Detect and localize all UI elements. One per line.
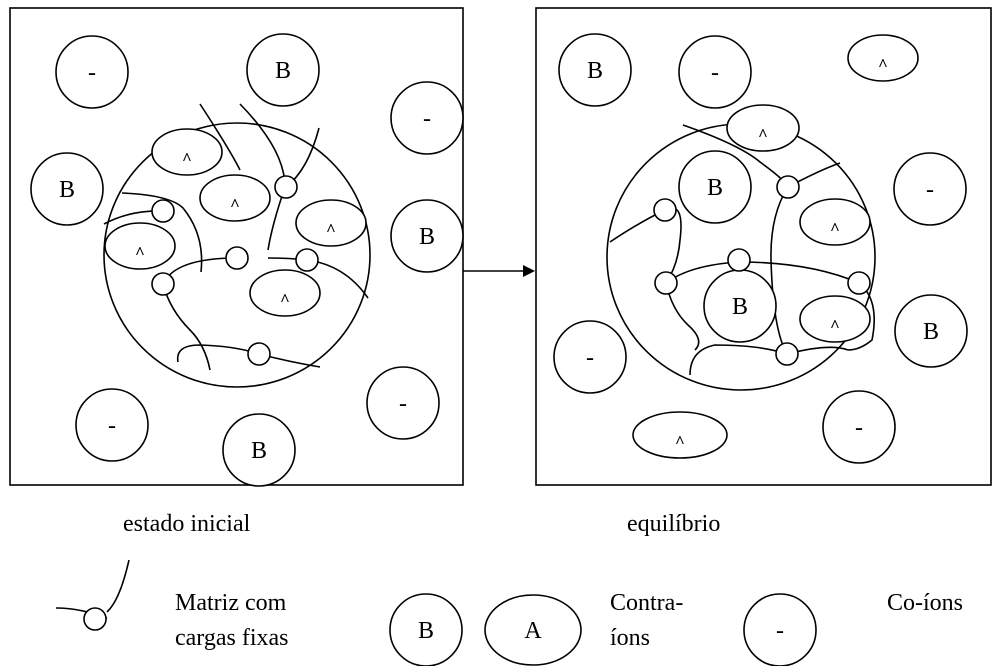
svg-text:-: - [108, 413, 116, 439]
svg-text:B: B [732, 294, 748, 320]
counter-ion-a: ^ [847, 34, 919, 82]
fixed-charge-sites [151, 175, 319, 366]
counter-ion-b: B [703, 269, 777, 343]
counter-ion-b: B [678, 150, 752, 224]
counter-ion-b: B [30, 152, 104, 226]
co-ion: - [553, 320, 627, 394]
counter-ion-a: ^ [104, 222, 176, 270]
initial-state-panel: - B - B B - - B [9, 7, 464, 487]
legend-counter-ion-b: B [389, 593, 463, 666]
svg-text:B: B [587, 58, 603, 84]
svg-text:A: A [524, 618, 542, 644]
co-ion: - [678, 35, 752, 109]
co-ion: - [893, 152, 967, 226]
svg-text:-: - [711, 60, 719, 86]
counter-ion-b: B [246, 33, 320, 107]
svg-text:B: B [418, 618, 434, 644]
initial-state-frame [9, 7, 464, 486]
counter-ion-a: ^ [799, 295, 871, 343]
svg-text:^: ^ [230, 195, 240, 214]
counter-ion-b: B [894, 294, 968, 368]
legend-matrix-symbol [55, 559, 130, 631]
legend-co-ions-label: Co-íons [887, 590, 963, 616]
counter-ion-a: ^ [632, 411, 728, 459]
co-ion: - [366, 366, 440, 440]
counter-ion-a: ^ [199, 174, 271, 222]
svg-text:B: B [923, 319, 939, 345]
co-ion: - [390, 81, 464, 155]
counter-ion-a: ^ [151, 128, 223, 176]
svg-text:-: - [423, 106, 431, 132]
svg-text:^: ^ [830, 316, 840, 335]
legend-matrix-label-line2: cargas fixas [175, 625, 289, 651]
svg-text:^: ^ [326, 220, 336, 239]
counter-ion-a: ^ [249, 269, 321, 317]
legend-co-ion: - [743, 593, 817, 666]
equilibrium-frame [535, 7, 992, 486]
svg-text:B: B [59, 177, 75, 203]
svg-text:B: B [419, 224, 435, 250]
svg-text:B: B [251, 438, 267, 464]
svg-text:^: ^ [675, 432, 685, 451]
counter-ion-b: B [390, 199, 464, 273]
initial-state-caption: estado inicial [123, 511, 251, 537]
svg-text:^: ^ [182, 149, 192, 168]
svg-text:^: ^ [830, 219, 840, 238]
legend-matrix-label-line1: Matriz com [175, 590, 287, 616]
legend-counter-ion-a: A [484, 594, 582, 666]
equilibrium-caption: equilíbrio [627, 511, 720, 537]
counter-ion-b: B [558, 33, 632, 107]
counter-ion-a: ^ [726, 104, 800, 152]
legend-counter-ions-label-line1: Contra- [610, 590, 683, 616]
svg-text:B: B [707, 175, 723, 201]
co-ion: - [75, 388, 149, 462]
svg-text:-: - [399, 391, 407, 417]
svg-text:-: - [776, 618, 784, 644]
svg-text:-: - [855, 415, 863, 441]
legend-counter-ions-label-line2: íons [610, 625, 650, 651]
svg-text:B: B [275, 58, 291, 84]
svg-text:-: - [88, 60, 96, 86]
equilibrium-panel: B - ^ - B - - ^ [535, 7, 992, 486]
co-ion: - [822, 390, 896, 464]
counter-ion-a: ^ [799, 198, 871, 246]
fixed-charge-sites [653, 175, 871, 366]
svg-text:^: ^ [758, 125, 768, 144]
svg-text:^: ^ [280, 290, 290, 309]
co-ion: - [55, 35, 129, 109]
counter-ion-b: B [222, 413, 296, 487]
counter-ion-a: ^ [295, 199, 367, 247]
svg-text:^: ^ [878, 55, 888, 74]
svg-text:^: ^ [135, 243, 145, 262]
svg-text:-: - [586, 345, 594, 371]
resin-bead [103, 122, 371, 388]
legend: Matriz com cargas fixas B A Contra- íons… [55, 559, 963, 666]
svg-text:-: - [926, 177, 934, 203]
